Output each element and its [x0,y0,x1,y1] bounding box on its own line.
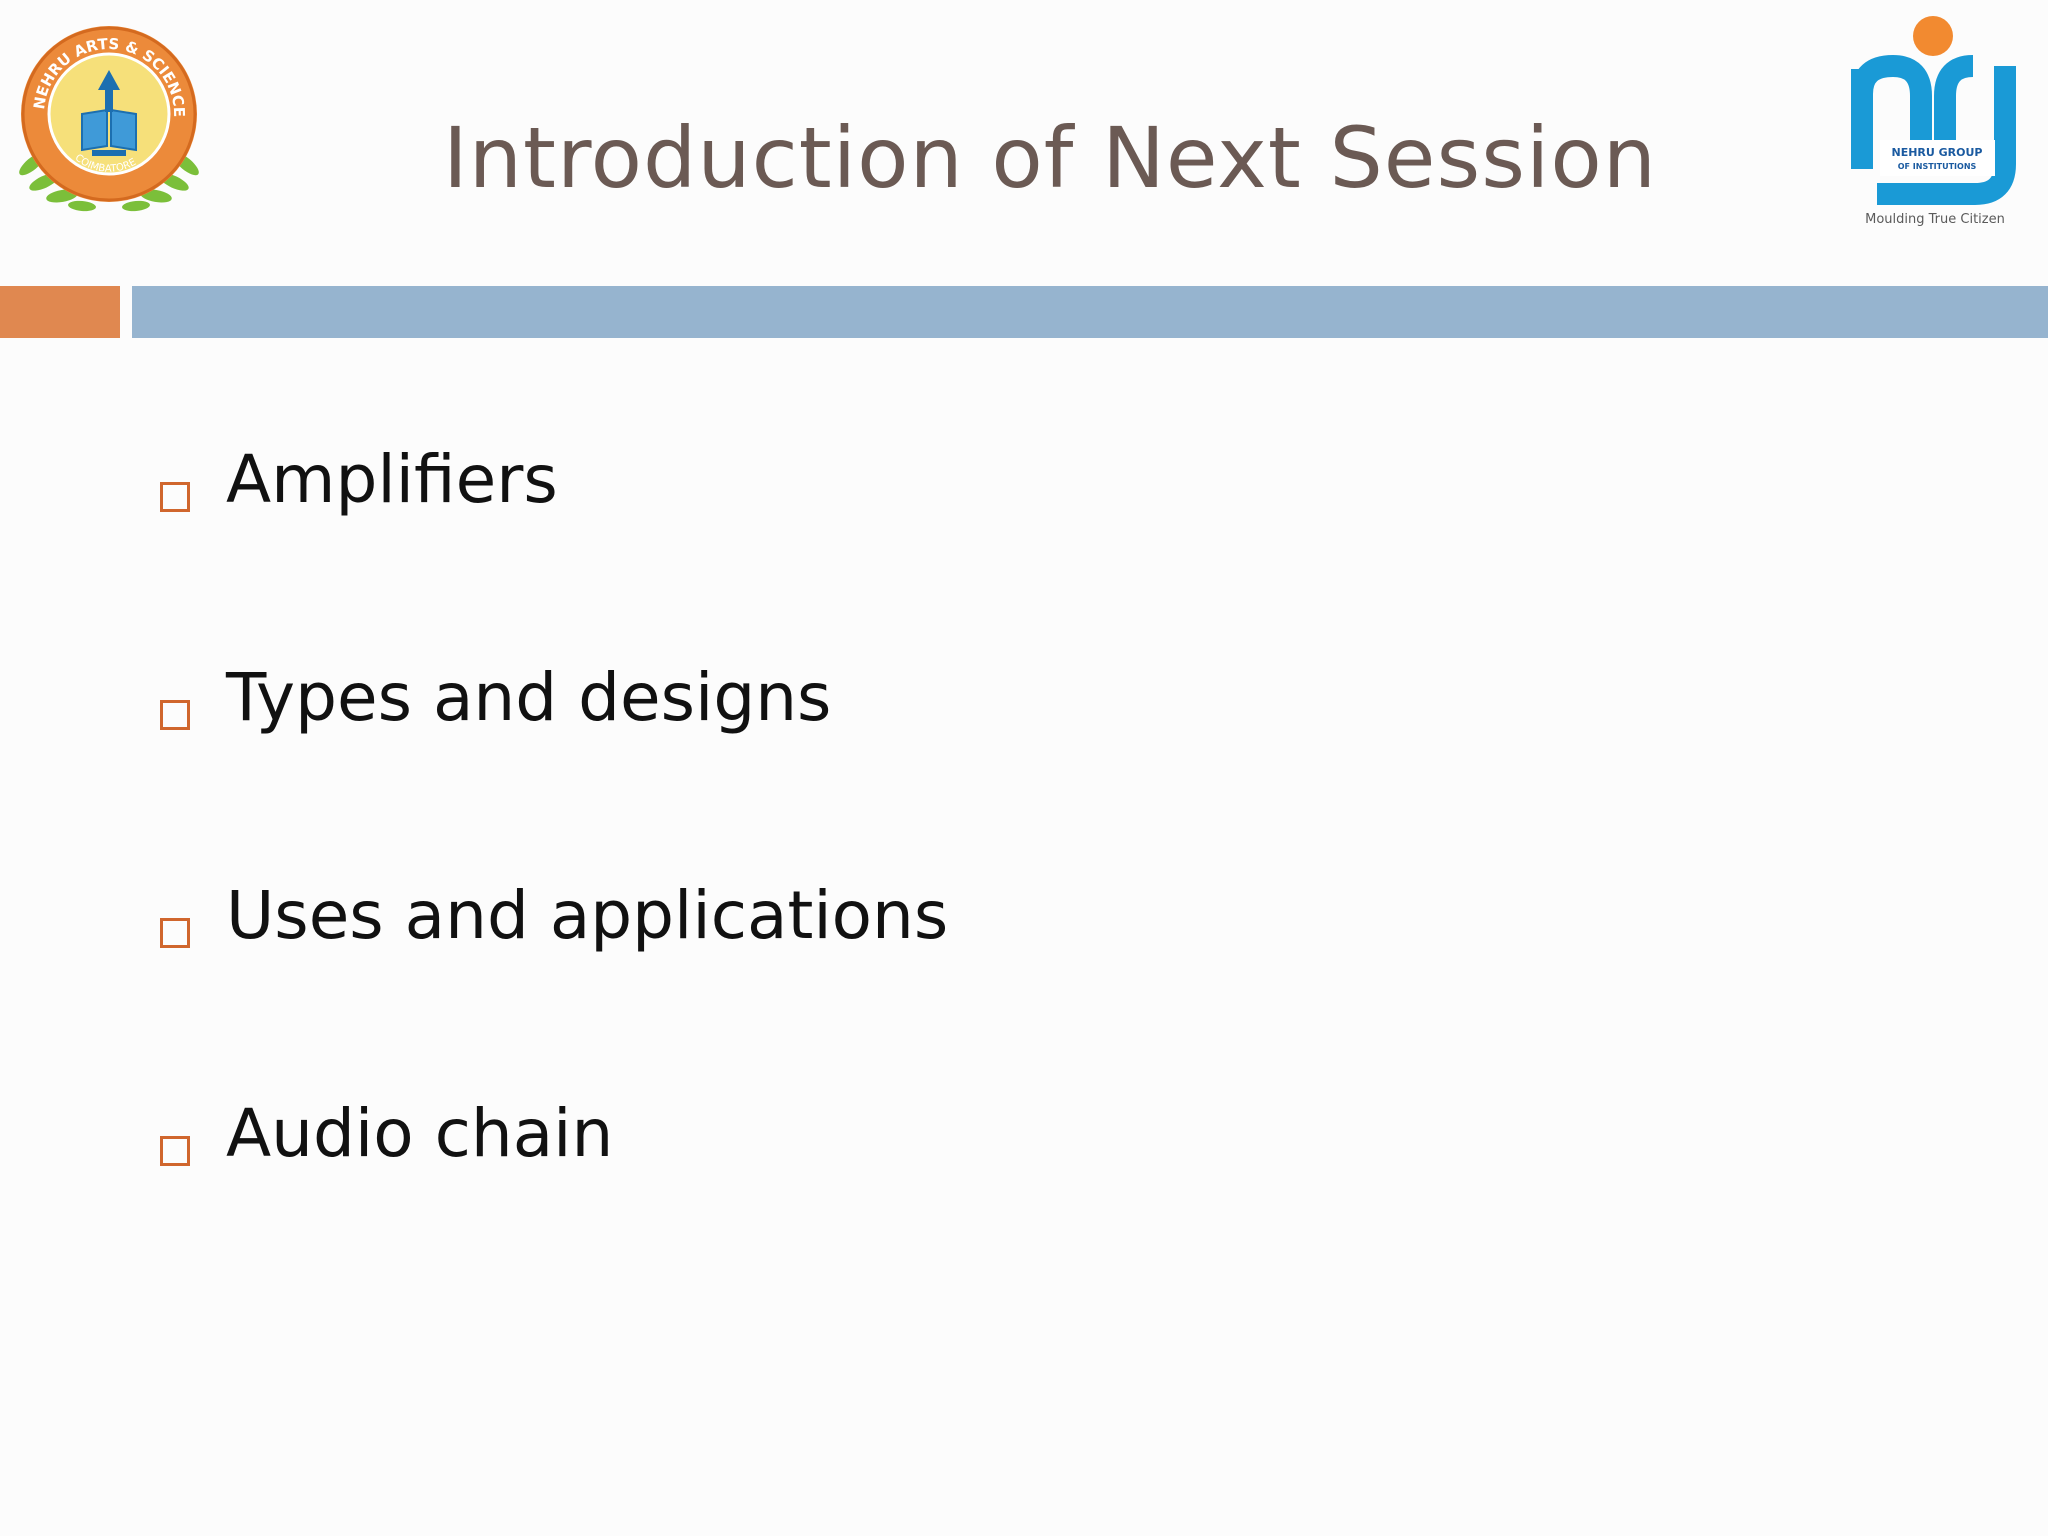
accent-bar-blue [132,286,2048,338]
square-bullet-icon [160,1136,190,1166]
logo-dot-icon [1913,16,1953,56]
accent-bar-orange [0,286,120,338]
list-item: Uses and applications [160,876,948,1094]
list-item: Audio chain [160,1094,948,1312]
logo-mark-icon [1851,54,2016,205]
bullet-text: Types and designs [226,659,832,736]
logo-badge-text-2: OF INSTITUTIONS [1898,162,1977,171]
list-item: Types and designs [160,658,948,876]
logo-badge-text-1: NEHRU GROUP [1891,146,1982,159]
laurel-icon [19,152,199,212]
slide-title: Introduction of Next Session [443,109,1657,207]
square-bullet-icon [160,700,190,730]
square-bullet-icon [160,918,190,948]
college-seal-logo: NEHRU ARTS & SCIENCE COLLEGE COIMBATORE [14,14,199,212]
bullet-list: Amplifiers Types and designs Uses and ap… [160,440,948,1312]
square-bullet-icon [160,482,190,512]
bullet-text: Uses and applications [226,877,949,954]
bullet-text: Audio chain [226,1095,614,1172]
bullet-text: Amplifiers [226,441,558,518]
group-logo: NEHRU GROUP OF INSTITUTIONS Moulding Tru… [1851,16,2016,227]
logo-tagline: Moulding True Citizen [1865,212,2005,227]
list-item: Amplifiers [160,440,948,658]
book-icon [81,70,137,156]
